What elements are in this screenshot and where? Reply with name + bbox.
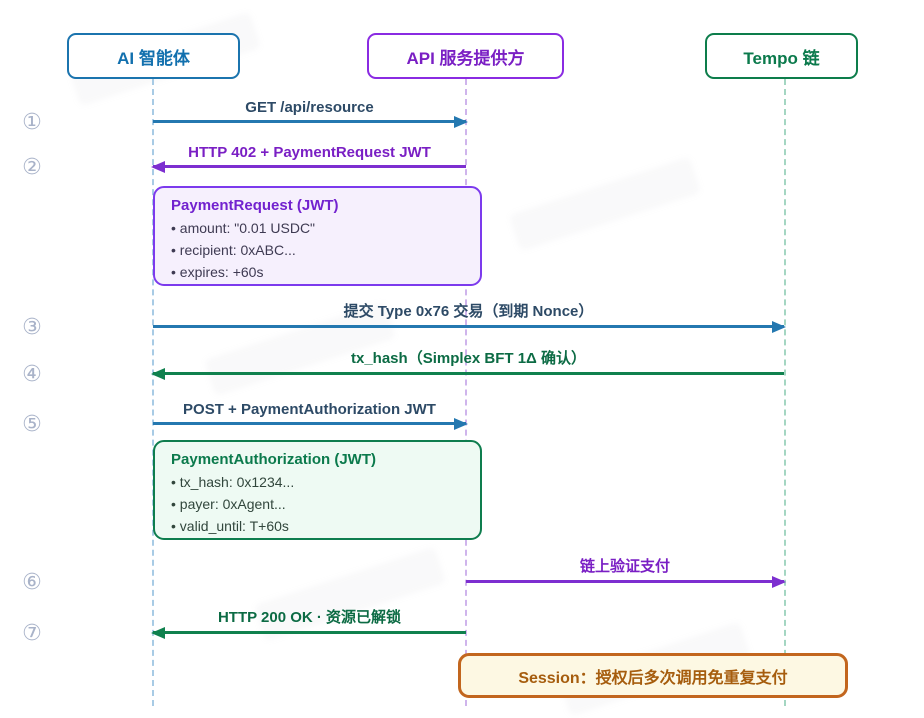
message-6-verify-payment: 链上验证支付 [466,551,786,588]
lifeline-ai-agent [152,79,154,706]
note-payment-authorization: PaymentAuthorization (JWT) tx_hash: 0x12… [153,440,482,540]
message-2-http-402: HTTP 402 + PaymentRequest JWT [151,136,466,173]
message-3-label: 提交 Type 0x76 交易（到期 Nonce） [343,303,594,320]
message-1-label: GET /api/resource [245,99,374,116]
arrowhead-left-icon [151,368,165,380]
lifeline-api-provider [465,79,467,706]
note-item: payer: 0xAgent... [171,493,464,515]
message-4-tx-hash: tx_hash（Simplex BFT 1Δ 确认） [151,343,784,380]
arrowhead-right-icon [772,321,786,333]
actor-tempo-chain: Tempo 链 [705,33,858,79]
note-item: tx_hash: 0x1234... [171,471,464,493]
message-2-label: HTTP 402 + PaymentRequest JWT [188,144,431,161]
watermark [508,156,702,252]
message-4-label: tx_hash（Simplex BFT 1Δ 确认） [351,350,586,367]
message-5-label: POST + PaymentAuthorization JWT [183,401,436,418]
note-item: expires: +60s [171,261,464,283]
arrowhead-right-icon [772,576,786,588]
note-title: PaymentRequest (JWT) [171,197,339,214]
step-4-badge: ④ [22,361,42,386]
message-6-label: 链上验证支付 [579,558,670,575]
arrow-line [151,161,466,173]
arrowhead-left-icon [151,627,165,639]
lifeline-tempo-chain [784,79,786,706]
arrowhead-left-icon [151,161,165,173]
actor-ai-agent: AI 智能体 [67,33,240,79]
message-1-get-resource: GET /api/resource [153,91,468,128]
message-7-label: HTTP 200 OK · 资源已解锁 [217,609,402,626]
arrow-line [153,321,786,333]
message-3-submit-tx: 提交 Type 0x76 交易（到期 Nonce） [153,296,786,333]
step-3-badge: ③ [22,314,42,339]
note-title: PaymentAuthorization (JWT) [171,451,376,468]
step-1-badge: ① [22,109,42,134]
arrow-line [153,418,468,430]
step-5-badge: ⑤ [22,411,42,436]
note-item: amount: "0.01 USDC" [171,217,464,239]
actor-api-provider: API 服务提供方 [367,33,564,79]
arrowhead-right-icon [454,418,468,430]
step-2-badge: ② [22,154,42,179]
step-7-badge: ⑦ [22,620,42,645]
note-payment-request: PaymentRequest (JWT) amount: "0.01 USDC"… [153,186,482,286]
arrow-line [151,627,466,639]
message-5-post-authorization: POST + PaymentAuthorization JWT [153,393,468,430]
session-note: Session：授权后多次调用免重复支付 [458,653,848,698]
step-6-badge: ⑥ [22,569,42,594]
arrow-line [153,116,468,128]
arrow-line [151,368,784,380]
arrow-line [466,576,786,588]
note-item: valid_until: T+60s [171,515,464,537]
arrowhead-right-icon [454,116,468,128]
note-item: recipient: 0xABC... [171,239,464,261]
message-7-http-200: HTTP 200 OK · 资源已解锁 [151,602,466,639]
